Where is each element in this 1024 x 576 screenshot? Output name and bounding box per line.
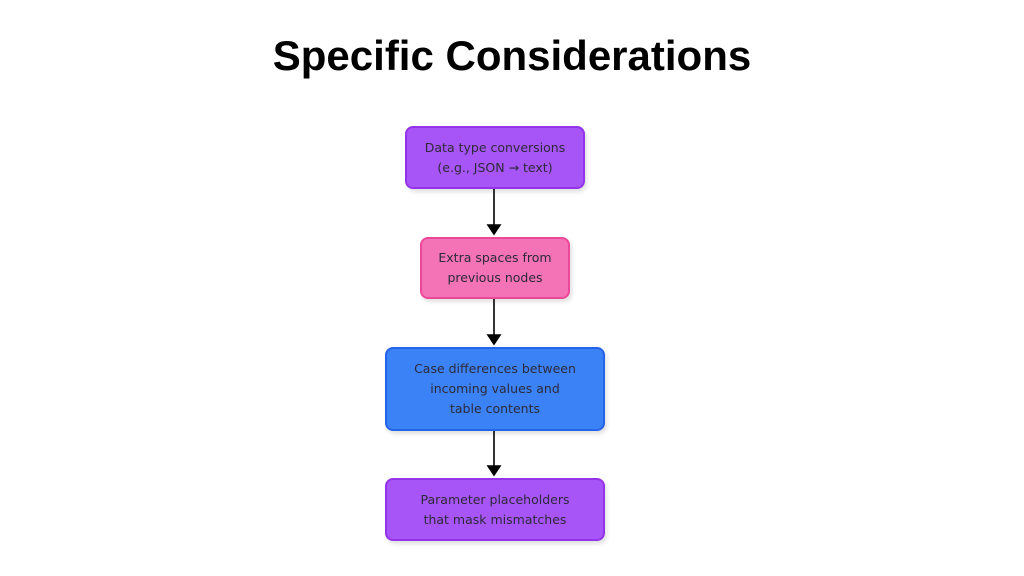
arrowhead-icon [486, 224, 502, 236]
arrowhead-icon [486, 334, 502, 346]
node-data-type-conversions: Data type conversions (e.g., JSON → text… [405, 126, 585, 189]
diagram-title: Specific Considerations [272, 32, 752, 79]
node-parameter-placeholders: Parameter placeholders that mask mismatc… [385, 478, 605, 541]
node-extra-spaces: Extra spaces from previous nodes [420, 237, 570, 299]
arrowhead-icon [486, 465, 502, 477]
node-case-differences: Case differences between incoming values… [385, 347, 605, 431]
